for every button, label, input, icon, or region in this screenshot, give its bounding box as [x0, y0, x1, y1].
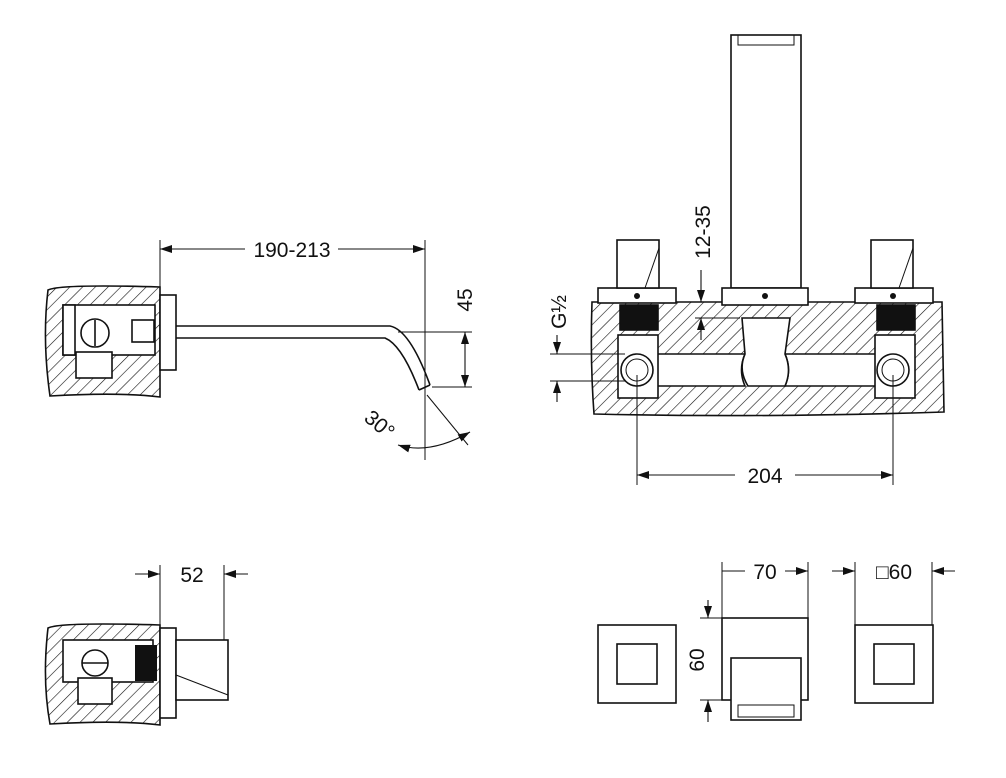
drop-dimension: 45: [454, 288, 477, 311]
spout-width-dimension: 70: [753, 561, 776, 584]
wall-thickness-dimension: 12-35: [692, 205, 715, 259]
length-dimension: 190-213: [253, 239, 330, 262]
spout-height-dimension: 60: [686, 648, 709, 671]
centers-dimension: 204: [747, 465, 782, 488]
front-elevation: 70 □60 60: [597, 561, 955, 722]
side-view: 190-213 45 30°: [44, 239, 477, 460]
depth-dimension: 52: [180, 564, 203, 587]
angle-dimension: 30°: [360, 406, 399, 444]
handle-side-view: 52: [44, 564, 248, 726]
rosette-dimension: □60: [876, 561, 912, 584]
thread-dimension: G½: [548, 295, 571, 329]
front-section-view: 12-35 G½ 204: [548, 34, 945, 488]
